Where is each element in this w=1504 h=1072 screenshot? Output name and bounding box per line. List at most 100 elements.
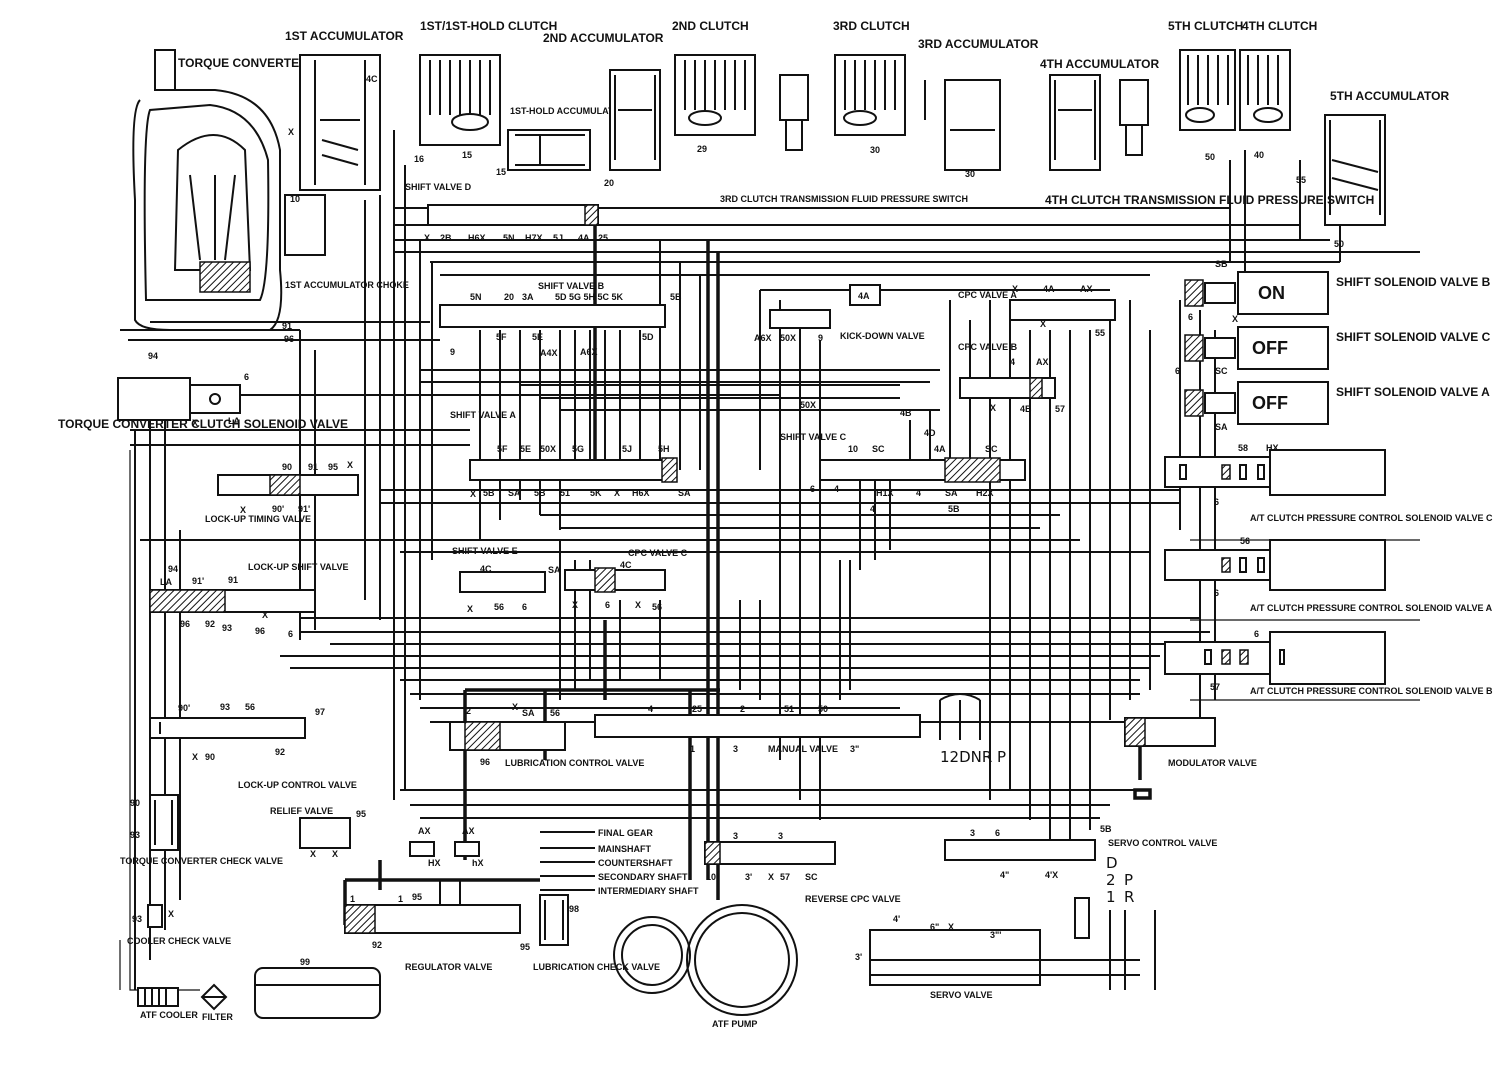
pressure-solenoid-a-label: A/T CLUTCH PRESSURE CONTROL SOLENOID VAL…: [1250, 603, 1493, 613]
lockup-control-valve: [149, 717, 306, 739]
svg-text:5B: 5B: [1100, 824, 1112, 834]
lubrication-control-ports: 2 X SA 56 96: [466, 702, 560, 767]
svg-text:X: X: [768, 872, 774, 882]
svg-text:5B: 5B: [948, 504, 960, 514]
clutch-1st: [419, 54, 501, 146]
shift-solenoid-a: OFF: [1184, 381, 1329, 425]
svg-text:3"': 3"': [990, 930, 1001, 940]
solenoid-state: OFF: [1252, 393, 1288, 413]
svg-text:X: X: [424, 233, 430, 243]
accumulator-5th: [1324, 114, 1386, 226]
lockup-timing-label: LOCK-UP TIMING VALVE: [205, 514, 311, 524]
shift-solenoid-b: ON: [1184, 271, 1329, 315]
cpc-valve-ports: X 4A AX X 55 4 AX X 4B 57: [990, 284, 1105, 414]
accumulator-3rd-label: 3RD ACCUMULATOR: [918, 37, 1039, 51]
svg-text:2: 2: [466, 706, 471, 716]
accumulator-4th: [1049, 74, 1101, 171]
lubrication-control-label: LUBRICATION CONTROL VALVE: [505, 758, 644, 768]
atf-pump: [613, 904, 798, 1016]
svg-text:X: X: [614, 488, 620, 498]
port-label: 40: [1254, 150, 1264, 160]
clutch-2nd-label: 2ND CLUTCH: [672, 19, 749, 33]
cpc-valve-c: [564, 567, 666, 593]
svg-text:91': 91': [298, 504, 310, 514]
svg-text:LA: LA: [228, 416, 240, 426]
clutch-4th-label: 4TH CLUTCH: [1242, 19, 1317, 33]
atf-cooler: [137, 987, 179, 1007]
port-label: 15: [496, 167, 506, 177]
svg-text:X: X: [948, 922, 954, 932]
svg-text:96: 96: [480, 757, 490, 767]
relief-valve: [299, 817, 351, 849]
lube-outlets: FINAL GEAR MAINSHAFT COUNTERSHAFT SECOND…: [540, 828, 699, 896]
pressure-solenoid-ports: 58 HX 6 56 6 6 57: [1210, 443, 1279, 692]
manual-valve-ports: 4 25 2 51 50 1 3 3": [648, 704, 859, 754]
svg-text:X: X: [347, 460, 353, 470]
kick-down-valve: [769, 284, 881, 329]
svg-text:1: 1: [690, 744, 695, 754]
svg-text:H6X: H6X: [468, 233, 486, 243]
svg-text:5E: 5E: [532, 332, 543, 342]
reverse-cpc-valve: [704, 841, 836, 865]
svg-text:5J: 5J: [553, 233, 563, 243]
shift-valve-d-ports: X 2B H6X 5N H7X 5J 4A 25: [424, 233, 608, 243]
svg-text:93: 93: [220, 702, 230, 712]
svg-text:93: 93: [132, 914, 142, 924]
port-label: 29: [697, 144, 707, 154]
svg-text:6: 6: [1175, 366, 1180, 376]
shift-valve-d-label: SHIFT VALVE D: [405, 182, 472, 192]
pressure-solenoid-a: [1164, 539, 1386, 591]
lube-outlet-label: MAINSHAFT: [598, 844, 651, 854]
cooler-check-label: COOLER CHECK VALVE: [127, 936, 231, 946]
tc-check-label: TORQUE CONVERTER CHECK VALVE: [120, 856, 283, 866]
svg-text:92: 92: [275, 747, 285, 757]
svg-text:3: 3: [733, 744, 738, 754]
svg-text:H2X: H2X: [976, 488, 994, 498]
svg-text:3: 3: [778, 831, 783, 841]
svg-text:6: 6: [1254, 629, 1259, 639]
lockup-shift-label: LOCK-UP SHIFT VALVE: [248, 562, 349, 572]
svg-text:9: 9: [818, 333, 823, 343]
svg-text:6: 6: [288, 629, 293, 639]
servo-valve: [869, 897, 1156, 990]
svg-text:SA: SA: [1215, 422, 1228, 432]
svg-text:6: 6: [1214, 497, 1219, 507]
svg-text:SA: SA: [945, 488, 958, 498]
relief-valve-ports: 95 X X: [310, 809, 366, 859]
cooler-check-valve: [147, 904, 163, 928]
svg-text:6: 6: [995, 828, 1000, 838]
port-label: 10: [290, 194, 300, 204]
svg-text:4'X: 4'X: [1045, 870, 1058, 880]
svg-text:6: 6: [1188, 312, 1193, 322]
svg-text:AX: AX: [418, 826, 431, 836]
clutch-1st-label: 1ST/1ST-HOLD CLUTCH: [420, 19, 557, 33]
svg-text:SC: SC: [985, 444, 998, 454]
svg-text:5N: 5N: [503, 233, 515, 243]
filter-label: FILTER: [202, 1012, 233, 1022]
shift-solenoid-c-label: SHIFT SOLENOID VALVE C: [1336, 330, 1491, 344]
svg-text:6: 6: [605, 600, 610, 610]
shift-solenoid-b-label: SHIFT SOLENOID VALVE B: [1336, 275, 1491, 289]
svg-text:X: X: [310, 849, 316, 859]
svg-text:95: 95: [328, 462, 338, 472]
svg-text:SA: SA: [522, 708, 535, 718]
modulator-valve-label: MODULATOR VALVE: [1168, 758, 1257, 768]
svg-text:3: 3: [733, 831, 738, 841]
port-label: 30: [965, 169, 975, 179]
svg-text:X: X: [332, 849, 338, 859]
svg-text:50X: 50X: [780, 333, 796, 343]
svg-text:98: 98: [569, 904, 579, 914]
svg-text:56: 56: [652, 602, 662, 612]
svg-text:5G: 5G: [572, 444, 584, 454]
pressure-solenoid-c: [1164, 449, 1386, 496]
svg-text:99: 99: [300, 957, 310, 967]
accumulator-2nd-label: 2ND ACCUMULATOR: [543, 31, 664, 45]
svg-text:4: 4: [870, 504, 875, 514]
svg-text:91: 91: [308, 462, 318, 472]
svg-text:1: 1: [398, 894, 403, 904]
svg-text:5D: 5D: [642, 332, 654, 342]
svg-text:SB: SB: [1215, 259, 1228, 269]
svg-text:3: 3: [970, 828, 975, 838]
svg-text:6: 6: [244, 372, 249, 382]
svg-text:96: 96: [255, 626, 265, 636]
